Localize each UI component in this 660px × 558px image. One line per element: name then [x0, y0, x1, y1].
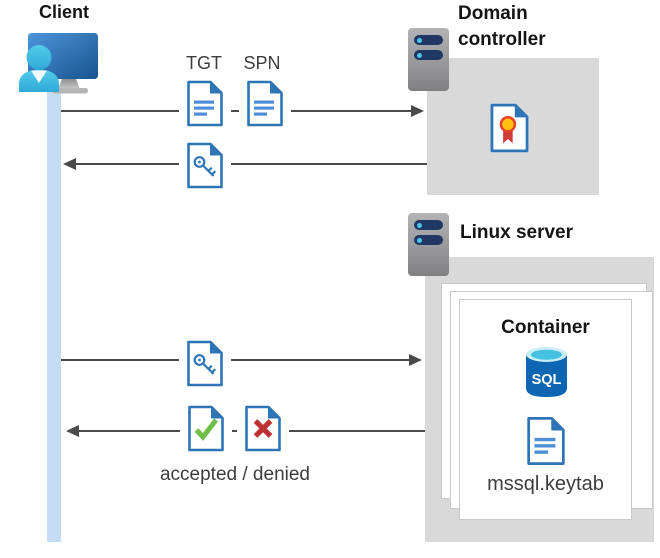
- key-document-icon: [179, 142, 231, 189]
- server-led: [417, 37, 422, 43]
- tgt-label: TGT: [186, 53, 222, 73]
- check-document-icon: [180, 405, 232, 452]
- tgt-ticket-document-icon: [179, 80, 231, 127]
- arrow-response-dc: [76, 163, 427, 165]
- keytab-label: mssql.keytab: [487, 473, 604, 495]
- container-label: Container: [501, 317, 590, 338]
- key-document-icon: [179, 340, 231, 387]
- certificate-document-icon: [487, 103, 532, 153]
- arrowhead-response-dc: [63, 158, 76, 170]
- client-lifeline: [47, 88, 61, 542]
- spn-ticket-document-icon: [239, 80, 291, 127]
- arrowhead-request-linux: [409, 354, 422, 366]
- server-led: [417, 52, 422, 58]
- container-card: Container SQL mssql.keytab: [459, 299, 632, 520]
- person-computer-icon: [19, 33, 98, 94]
- server-bar: [414, 235, 443, 245]
- server-bar: [414, 35, 443, 45]
- keytab-document-icon: [525, 416, 567, 466]
- linux-server-label: Linux server: [460, 222, 573, 243]
- sql-badge-text: SQL: [532, 372, 562, 388]
- cross-document-icon: [237, 405, 289, 452]
- server-bar: [414, 50, 443, 60]
- server-bar: [414, 220, 443, 230]
- sql-database-icon: SQL: [526, 347, 567, 397]
- domain-controller-server-icon: [408, 28, 449, 91]
- server-led: [417, 222, 422, 228]
- arrowhead-response-linux: [66, 425, 79, 437]
- linux-server-icon: [408, 213, 449, 276]
- arrowhead-request-dc: [411, 105, 424, 117]
- spn-label: SPN: [243, 53, 281, 73]
- arrow-request-dc: [61, 110, 413, 112]
- accepted-denied-label: accepted / denied: [159, 464, 310, 485]
- arrow-request-linux: [61, 359, 411, 361]
- client-label: Client: [38, 2, 89, 22]
- domain-controller-label: Domain controller: [458, 3, 546, 50]
- server-led: [417, 237, 422, 243]
